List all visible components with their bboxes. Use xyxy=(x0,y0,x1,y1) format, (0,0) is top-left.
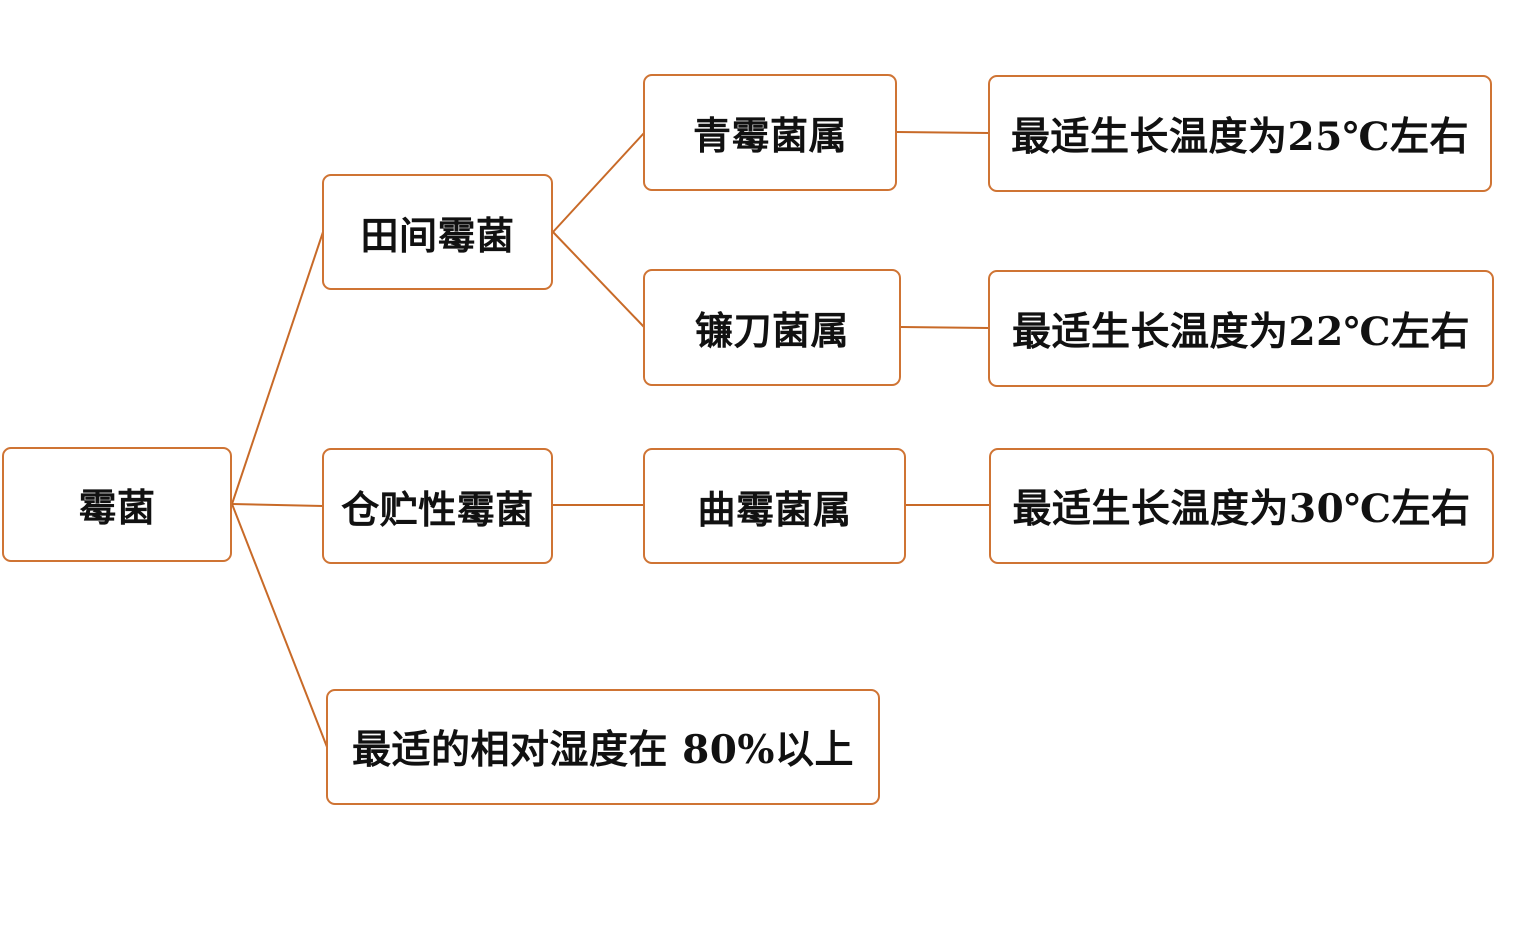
node-penicillium-temperature: 最适生长温度为25℃左右 xyxy=(988,75,1492,192)
node-aspergillus-label: 曲霉菌属 xyxy=(697,486,852,532)
connector-field-fusarium xyxy=(552,231,645,328)
node-fusarium-temperature: 最适生长温度为22℃左右 xyxy=(988,270,1494,387)
node-field-mold: 田间霉菌 xyxy=(322,174,553,290)
connector-penicillium-temp xyxy=(896,131,990,134)
connector-root-humidity xyxy=(231,503,328,748)
node-fusarium: 镰刀菌属 xyxy=(643,269,901,386)
node-field-mold-label: 田间霉菌 xyxy=(360,212,515,258)
node-penicillium-label: 青霉菌属 xyxy=(692,113,847,158)
node-optimal-humidity: 最适的相对湿度在 80%以上 xyxy=(326,689,880,805)
node-storage-mold: 仓贮性霉菌 xyxy=(322,448,553,564)
connector-root-field xyxy=(231,231,324,505)
connector-root-storage xyxy=(231,503,324,507)
node-penicillium: 青霉菌属 xyxy=(643,74,897,191)
node-optimal-humidity-label: 最适的相对湿度在 80%以上 xyxy=(352,727,854,773)
node-aspergillus-temperature-label: 最适生长温度为30℃左右 xyxy=(1012,486,1471,532)
node-fusarium-temperature-label: 最适生长温度为22℃左右 xyxy=(1011,308,1470,355)
node-mold-label: 霉菌 xyxy=(78,485,156,530)
node-aspergillus: 曲霉菌属 xyxy=(643,448,906,564)
node-mold: 霉菌 xyxy=(2,447,232,562)
node-storage-mold-label: 仓贮性霉菌 xyxy=(341,486,534,532)
connector-field-penicillium xyxy=(552,132,645,233)
node-aspergillus-temperature: 最适生长温度为30℃左右 xyxy=(989,448,1494,564)
node-penicillium-temperature-label: 最适生长温度为25℃左右 xyxy=(1010,113,1469,160)
node-fusarium-label: 镰刀菌属 xyxy=(694,308,849,353)
connector-fusarium-temp xyxy=(900,326,990,329)
